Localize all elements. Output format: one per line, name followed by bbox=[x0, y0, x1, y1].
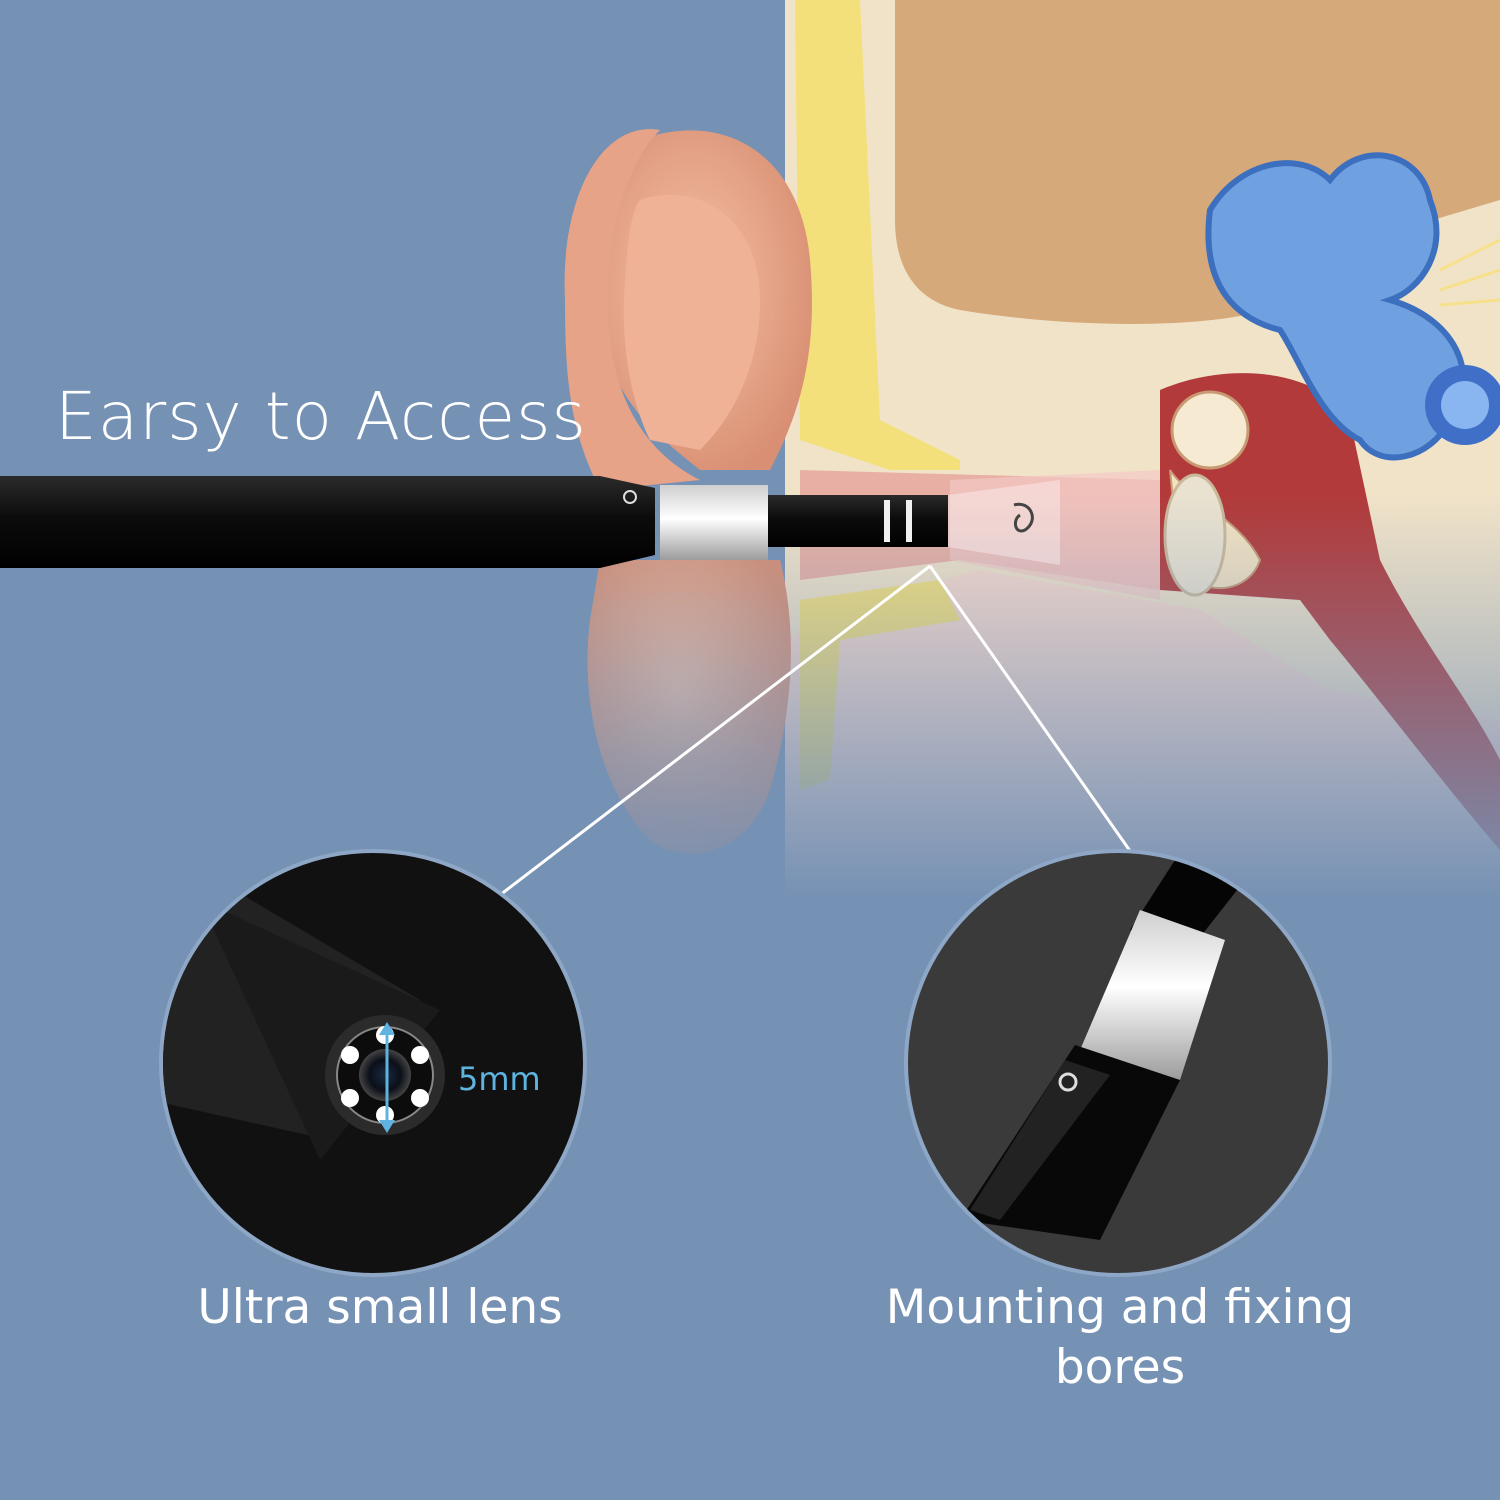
caption-ultra-small-lens: Ultra small lens bbox=[197, 1280, 563, 1335]
caption-mounting-bores: Mounting and fixing bores bbox=[885, 1280, 1355, 1395]
mounting-closeup bbox=[904, 849, 1332, 1277]
endoscope-probe bbox=[0, 476, 1060, 568]
headline: Earsy to Access bbox=[55, 378, 587, 455]
lens-dimension-label: 5mm bbox=[458, 1060, 541, 1098]
